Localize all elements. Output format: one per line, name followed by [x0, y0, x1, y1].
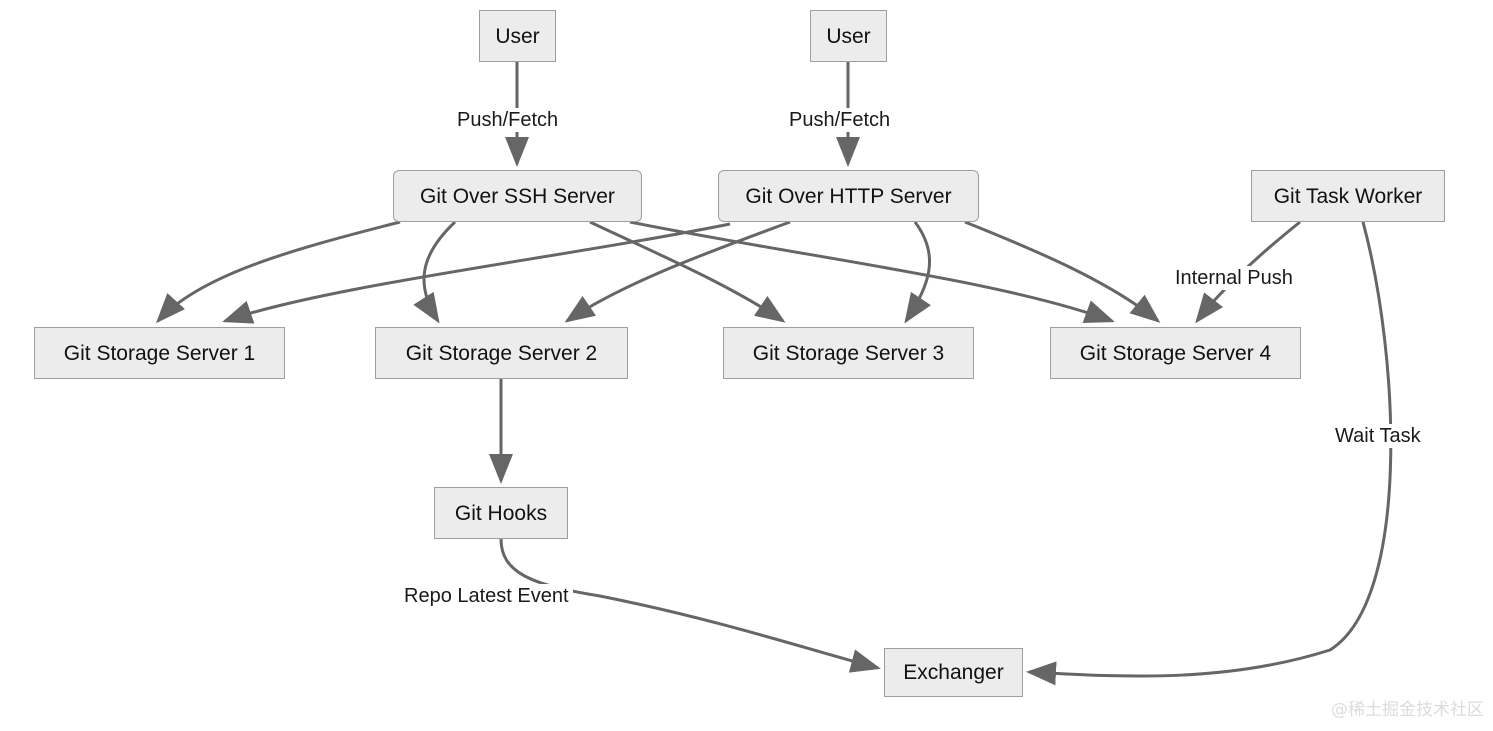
edge-http-storage-4 — [964, 220, 1161, 323]
node-label: Git Storage Server 1 — [63, 341, 256, 365]
node-git-storage-server-3[interactable]: Git Storage Server 3 — [723, 327, 974, 379]
node-exchanger[interactable]: Exchanger — [884, 648, 1023, 697]
node-label: Git Over HTTP Server — [745, 184, 952, 208]
edge-http-storage-3 — [904, 221, 931, 324]
node-label: Git Hooks — [454, 501, 548, 525]
node-git-storage-server-1[interactable]: Git Storage Server 1 — [34, 327, 285, 379]
edge-ssh-storage-4 — [629, 220, 1115, 323]
edge-label-wait-task: Wait Task — [1331, 424, 1425, 448]
watermark: @稀土掘金技术社区 — [1331, 700, 1484, 720]
node-label: User — [495, 24, 540, 48]
node-label: Exchanger — [903, 661, 1004, 684]
edge-ssh-storage-1 — [155, 220, 401, 324]
node-user-right[interactable]: User — [810, 10, 887, 62]
node-git-storage-server-2[interactable]: Git Storage Server 2 — [375, 327, 628, 379]
edge-label-internal-push: Internal Push — [1171, 266, 1297, 290]
edge-ssh-storage-3 — [589, 220, 786, 323]
node-label: User — [826, 24, 871, 48]
node-label: Git Task Worker — [1273, 184, 1423, 208]
edge-http-storage-2 — [564, 220, 791, 323]
node-user-left[interactable]: User — [479, 10, 556, 62]
node-label: Git Storage Server 4 — [1079, 341, 1272, 365]
node-label: Git Storage Server 2 — [405, 341, 598, 365]
node-label: Git Storage Server 3 — [752, 341, 945, 365]
node-git-task-worker[interactable]: Git Task Worker — [1251, 170, 1445, 222]
node-git-over-ssh-server[interactable]: Git Over SSH Server — [393, 170, 642, 222]
edge-ssh-storage-2 — [413, 220, 457, 324]
edge-label-repo-latest-event: Repo Latest Event — [400, 584, 573, 608]
node-git-hooks[interactable]: Git Hooks — [434, 487, 568, 539]
edge-label-push-fetch-right: Push/Fetch — [785, 108, 895, 132]
edge-hooks-exchanger — [499, 538, 881, 673]
node-label: Git Over SSH Server — [420, 184, 615, 208]
edge-http-storage-1 — [222, 222, 731, 324]
edge-worker-exchanger — [1026, 221, 1393, 686]
node-git-over-http-server[interactable]: Git Over HTTP Server — [718, 170, 979, 222]
edge-label-push-fetch-left: Push/Fetch — [453, 108, 563, 132]
node-git-storage-server-4[interactable]: Git Storage Server 4 — [1050, 327, 1301, 379]
